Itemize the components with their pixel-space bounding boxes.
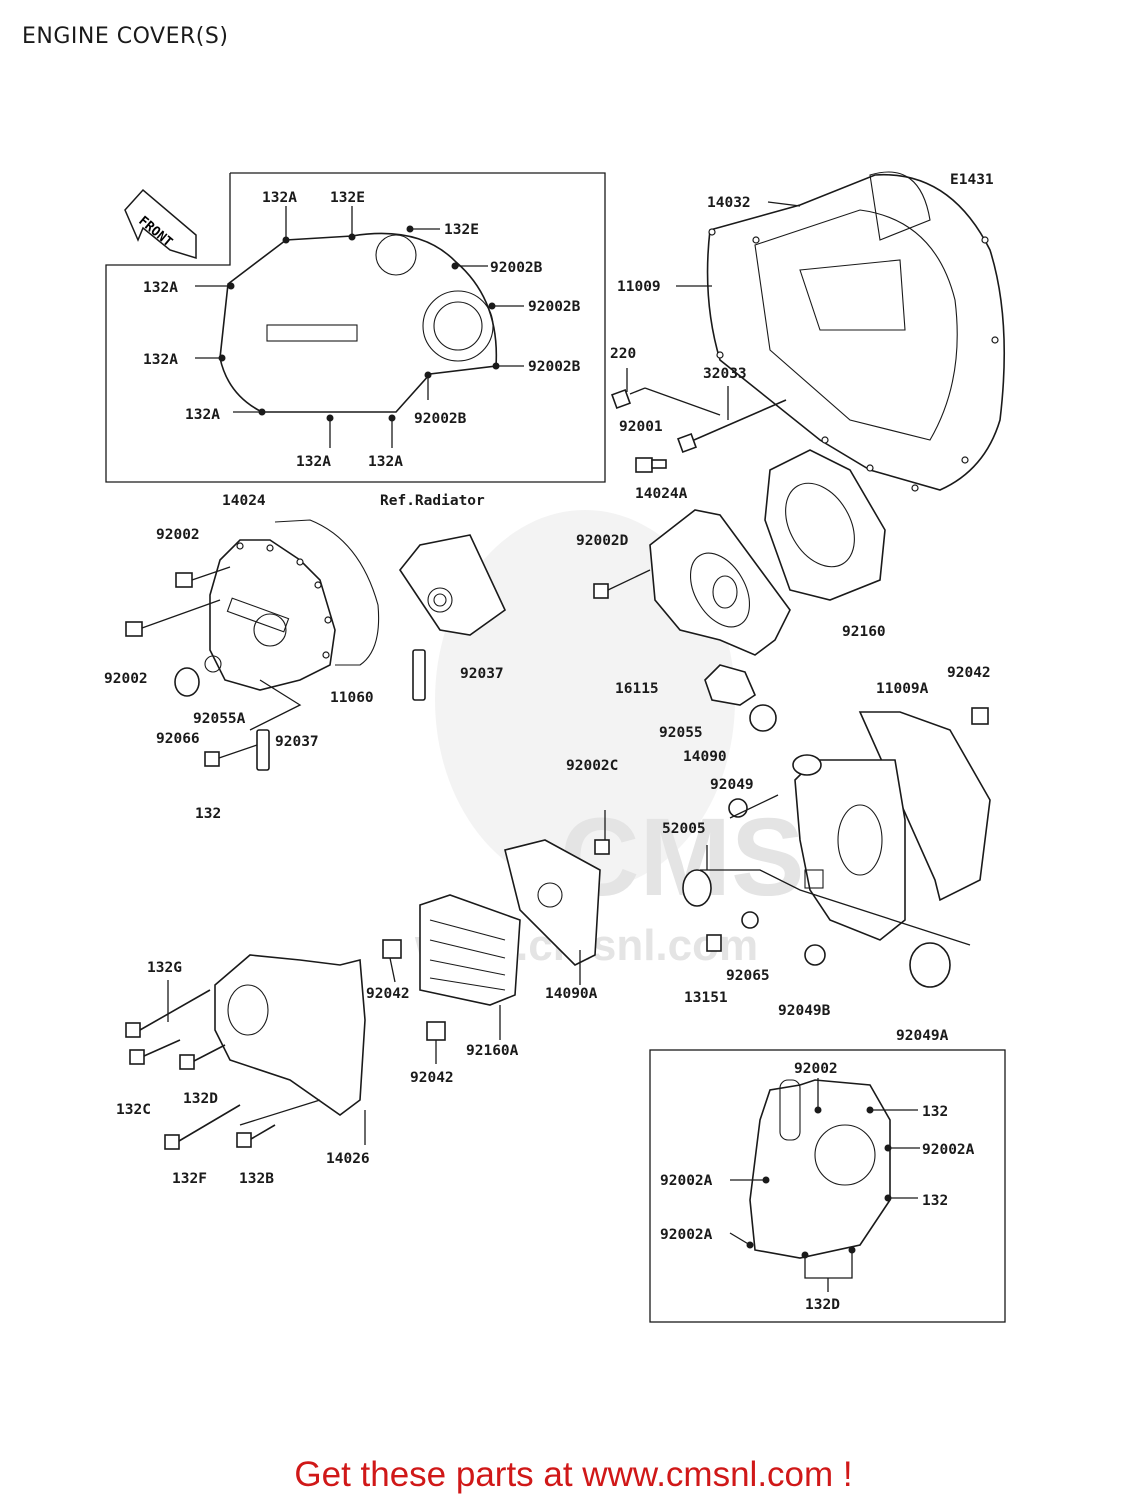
- inset-frame-bottom: [649, 1049, 1006, 1323]
- dowel-92037-part: [204, 649, 426, 771]
- bolt-92002-left-part: [125, 566, 231, 637]
- cap-16115-part: [704, 664, 777, 732]
- part-label: 11060: [330, 690, 374, 706]
- leader-lines-inset-bottom: [729, 1078, 920, 1292]
- part-label: 92037: [460, 666, 504, 682]
- part-label: 92002B: [414, 411, 467, 427]
- part-label: 32033: [703, 366, 747, 382]
- part-label: 16115: [615, 681, 659, 697]
- gasket-92160-part: [764, 449, 886, 601]
- part-label: 92002D: [576, 533, 629, 549]
- part-label: 92002B: [528, 299, 581, 315]
- generator-cover-part: [209, 519, 380, 691]
- dowels-92042-part: [382, 939, 446, 1041]
- rod-32033-part: [677, 386, 787, 453]
- page-title: ENGINE COVER(S): [22, 24, 229, 49]
- ref-label: Ref.Radiator: [380, 493, 485, 509]
- dowel-92042-part: [971, 707, 989, 725]
- part-label: 14024A: [635, 486, 688, 502]
- bolts-132-part: [125, 989, 276, 1150]
- part-label: 14090: [683, 749, 727, 765]
- part-label: 92042: [366, 986, 410, 1002]
- part-label: 92002: [156, 527, 200, 543]
- engine-case-part: [706, 171, 1006, 492]
- part-label: 132: [195, 806, 221, 822]
- part-label: 14090A: [545, 986, 598, 1002]
- diagram-code: E1431: [950, 172, 994, 188]
- part-label: 220: [610, 346, 636, 362]
- part-label: 92002B: [490, 260, 543, 276]
- part-label: 92002C: [566, 758, 618, 774]
- part-label: 52005: [662, 821, 706, 837]
- pump-cover-detail-part: [746, 1079, 892, 1259]
- part-label: 132: [922, 1104, 948, 1120]
- leader-lines-inset: [195, 206, 524, 448]
- pump-cover-part: [792, 711, 991, 941]
- part-label: 92049A: [896, 1028, 949, 1044]
- part-label: 132E: [330, 190, 365, 206]
- bolt-92002C-part: [594, 839, 610, 855]
- leader-lines-main: [167, 794, 779, 1145]
- part-label: 132A: [185, 407, 220, 423]
- part-label: 14026: [326, 1151, 370, 1167]
- part-label: 132: [922, 1193, 948, 1209]
- part-label: 11009A: [876, 681, 929, 697]
- part-label: 92002A: [922, 1142, 975, 1158]
- part-label: 132A: [296, 454, 331, 470]
- part-label: 92160A: [466, 1043, 519, 1059]
- part-label: 92042: [947, 665, 991, 681]
- watermark-logo-text: CMS: [560, 796, 804, 919]
- plate-14090A-part: [504, 839, 601, 966]
- part-label: 92160: [842, 624, 886, 640]
- inset-frame-top: [105, 172, 606, 483]
- part-label: 132B: [239, 1171, 274, 1187]
- part-label: 11009: [617, 279, 661, 295]
- part-label: 132A: [143, 280, 178, 296]
- plug-92066-part: [174, 655, 222, 697]
- part-label: 13151: [684, 990, 728, 1006]
- part-label: 14024: [222, 493, 266, 509]
- part-label: 92055A: [193, 711, 246, 727]
- part-label: 132D: [805, 1297, 840, 1313]
- gasket-92160A-part: [419, 894, 521, 1006]
- bolt-220-part: [611, 368, 721, 416]
- part-label: 132D: [183, 1091, 218, 1107]
- bolt-92001-part: [635, 457, 667, 473]
- part-label: 92002: [104, 671, 148, 687]
- clutch-cover-part: [218, 225, 500, 422]
- part-labels: 132A 132E 132E 92002B 132A 92002B 132A 9…: [104, 190, 991, 1313]
- part-label: 92037: [275, 734, 319, 750]
- front-arrow-icon: FRONT: [124, 188, 197, 260]
- radiator-bracket-part: [399, 534, 507, 636]
- part-label: 92002A: [660, 1173, 713, 1189]
- part-label: 132F: [172, 1171, 207, 1187]
- part-label: 92055: [659, 725, 703, 741]
- part-label: 132A: [368, 454, 403, 470]
- part-label: 92042: [410, 1070, 454, 1086]
- part-label: 92002B: [528, 359, 581, 375]
- part-label: 92065: [726, 968, 770, 984]
- bolt-92002D-part: [593, 569, 651, 599]
- part-label: 132C: [116, 1102, 151, 1118]
- part-label: 132E: [444, 222, 479, 238]
- part-label: 92066: [156, 731, 200, 747]
- part-label: 132A: [143, 352, 178, 368]
- part-label: 92001: [619, 419, 663, 435]
- part-label: 92002: [794, 1061, 838, 1077]
- footer-link[interactable]: Get these parts at www.cmsnl.com !: [294, 1455, 853, 1494]
- cover-14024A-part: [649, 509, 791, 656]
- part-label: 92049: [710, 777, 754, 793]
- cover-14026-part: [214, 954, 366, 1116]
- part-label: 132G: [147, 960, 182, 976]
- part-label: 92002A: [660, 1227, 713, 1243]
- parts-diagram: CMS www.cmsnl.com E1431 FRONT: [104, 171, 1006, 1323]
- part-label: 92049B: [778, 1003, 831, 1019]
- part-label: 14032: [707, 195, 751, 211]
- part-label: 132A: [262, 190, 297, 206]
